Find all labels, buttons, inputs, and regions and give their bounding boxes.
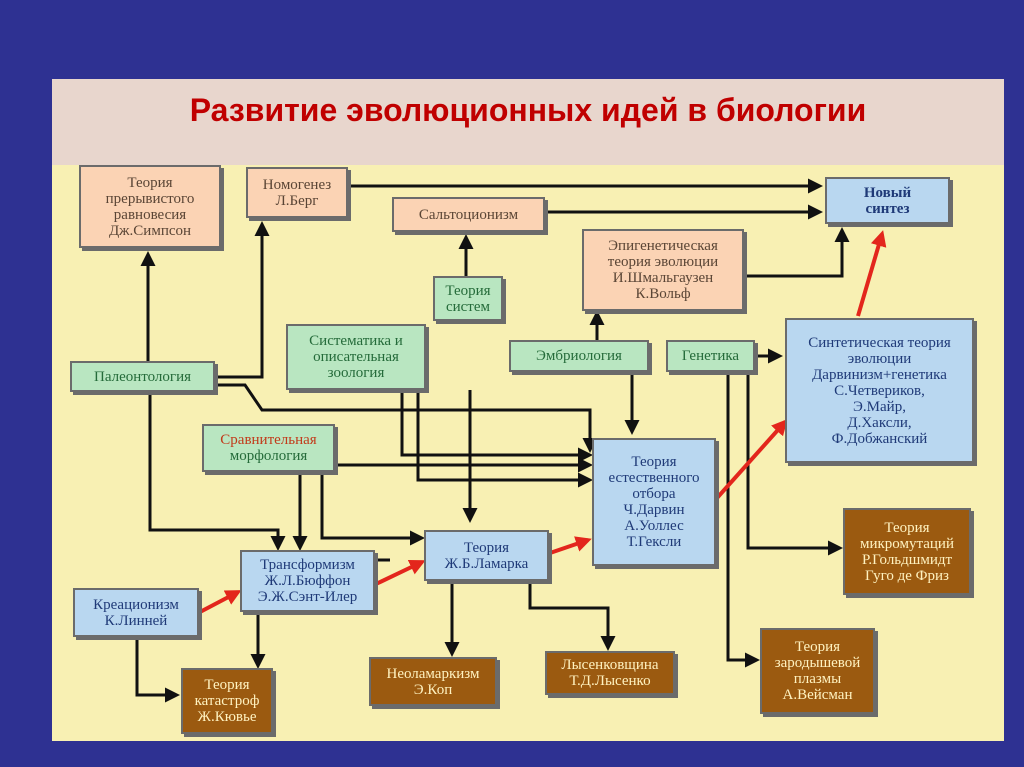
node-line: эволюции <box>847 350 912 367</box>
node-line: Эпигенетическая <box>608 238 718 254</box>
node-line: Ж.Л.Бюффон <box>264 573 351 589</box>
node-line: Э.Коп <box>413 681 453 698</box>
node-line: естественного <box>608 470 700 486</box>
node-catastrophes: Теория катастроф Ж.Кювье <box>181 668 273 734</box>
node-synthetic-theory: Синтетическая теория эволюции Дарвинизм+… <box>785 318 974 463</box>
node-epigenetic-theory: Эпигенетическая теория эволюции И.Шмальг… <box>582 229 744 311</box>
node-saltationism: Сальтоционизм <box>392 197 545 232</box>
edge-paleontology-transformism <box>148 392 286 551</box>
node-line: Гуго де Фриз <box>865 567 949 584</box>
node-punctuated-equilibrium: Теория прерывистого равновесия Дж.Симпсо… <box>79 165 221 248</box>
node-line: К.Вольф <box>635 286 691 302</box>
node-line: Теория <box>445 282 491 299</box>
node-line: Д.Хаксли, <box>847 414 912 431</box>
edge-creationism-catastrophes <box>135 637 180 703</box>
node-lamarck-theory: Теория Ж.Б.Ламарка <box>424 530 549 581</box>
node-line: Систематика и <box>309 333 403 349</box>
node-line: Сравнительная <box>220 432 317 448</box>
red-edge-lamarck-selection <box>549 536 592 555</box>
node-lysenko: Лысенковщина Т.Д.Лысенко <box>545 651 675 695</box>
node-line: И.Шмальгаузен <box>612 270 714 286</box>
node-line: Ч.Дарвин <box>623 502 685 518</box>
node-line: Теория <box>127 174 173 191</box>
node-line: систем <box>445 298 491 315</box>
node-line: Дарвинизм+генетика <box>812 366 947 383</box>
node-line: Новый <box>863 184 912 201</box>
node-neolamarckism: Неоламаркизм Э.Коп <box>369 657 497 706</box>
node-line: А.Вейсман <box>782 687 853 703</box>
node-micromutations: Теория микромутаций Р.Гольдшмидт Гуго де… <box>843 508 971 595</box>
node-line: Номогенез <box>262 176 332 193</box>
edge-epigenetic-newsynthesis <box>745 227 850 278</box>
node-line: Палеонтология <box>93 368 192 385</box>
node-new-synthesis: Новый синтез <box>825 177 950 224</box>
node-line: Р.Гольдшмидт <box>861 551 953 568</box>
red-edge-synthetic-newsynthesis <box>856 230 887 317</box>
node-genetics: Генетика <box>666 340 755 372</box>
edge-paleontology-selection-1 <box>212 383 598 453</box>
red-edge-creationism-transformism <box>199 590 242 614</box>
node-line: Л.Берг <box>275 192 319 209</box>
node-line: Теория <box>631 454 677 470</box>
node-line: теория эволюции <box>607 254 719 270</box>
node-line: плазмы <box>793 671 842 687</box>
edge-systematics-selection-2 <box>416 390 593 488</box>
node-line: Эмбриология <box>536 348 622 364</box>
node-line: Дж.Симпсон <box>108 222 192 239</box>
node-line: Т.Д.Лысенко <box>569 673 651 689</box>
edge-paleontology-nomogenesis <box>212 221 270 379</box>
node-systematics: Систематика и описательная зоология <box>286 324 426 390</box>
red-edge-selection-synthetic <box>715 419 788 500</box>
edge-systematics-selection-1 <box>400 390 593 463</box>
node-transformism: Трансформизм Ж.Л.Бюффон Э.Ж.Сэнт-Илер <box>240 550 375 612</box>
page-title: Развитие эволюционных идей в биологии <box>189 92 867 128</box>
title-bar <box>52 79 1004 165</box>
node-paleontology: Палеонтология <box>70 361 215 392</box>
node-nomogenesis: Номогенез Л.Берг <box>246 167 348 218</box>
node-line: Теория <box>884 519 930 536</box>
node-line: морфология <box>229 448 308 464</box>
node-embryology: Эмбриология <box>509 340 649 372</box>
node-line: Теория <box>463 539 510 556</box>
node-systems-theory: Теория систем <box>433 276 503 321</box>
node-line: описательная <box>313 349 399 365</box>
node-line: прерывистого <box>105 190 195 207</box>
node-line: катастроф <box>194 693 260 709</box>
node-line: Теория <box>204 677 250 693</box>
red-edge-transformism-lamarck <box>375 559 426 586</box>
node-line: Теория <box>794 639 841 655</box>
node-line: Синтетическая теория <box>808 334 951 351</box>
edge-lamarck-lysenko <box>528 581 616 651</box>
node-line: С.Четвериков, <box>834 382 925 399</box>
node-line: А.Уоллес <box>624 518 684 534</box>
node-line: Т.Гексли <box>626 534 682 550</box>
node-line: Неоламаркизм <box>386 665 480 682</box>
node-line: зародышевой <box>774 655 861 671</box>
node-line: равновесия <box>113 206 187 223</box>
node-creationism: Креационизм К.Линней <box>73 588 199 637</box>
node-line: зоология <box>327 365 385 381</box>
node-line: Сальтоционизм <box>418 206 519 223</box>
node-line: синтез <box>865 200 910 217</box>
edge-genetics-germplasm <box>726 372 760 668</box>
node-line: Э.Ж.Сэнт-Илер <box>257 589 358 605</box>
node-line: Ж.Б.Ламарка <box>444 555 529 572</box>
edge-genetics-micromutations <box>746 372 843 556</box>
node-line: Ф.Добжанский <box>831 430 928 447</box>
node-line: отбора <box>632 486 676 502</box>
node-natural-selection: Теория естественного отбора Ч.Дарвин А.У… <box>592 438 716 566</box>
node-comparative-morphology: Сравнительная морфология <box>202 424 335 472</box>
node-line: Лысенковщина <box>561 657 659 673</box>
node-line: Э.Майр, <box>853 398 906 415</box>
node-line: Трансформизм <box>260 557 355 573</box>
node-line: К.Линней <box>104 612 168 629</box>
node-line: микромутаций <box>860 535 954 552</box>
node-line: Генетика <box>681 348 740 364</box>
edge-comparative-lamarck <box>320 472 425 546</box>
node-germ-plasm: Теория зародышевой плазмы А.Вейсман <box>760 628 875 714</box>
node-line: Креационизм <box>93 596 179 613</box>
node-line: Ж.Кювье <box>197 709 257 725</box>
